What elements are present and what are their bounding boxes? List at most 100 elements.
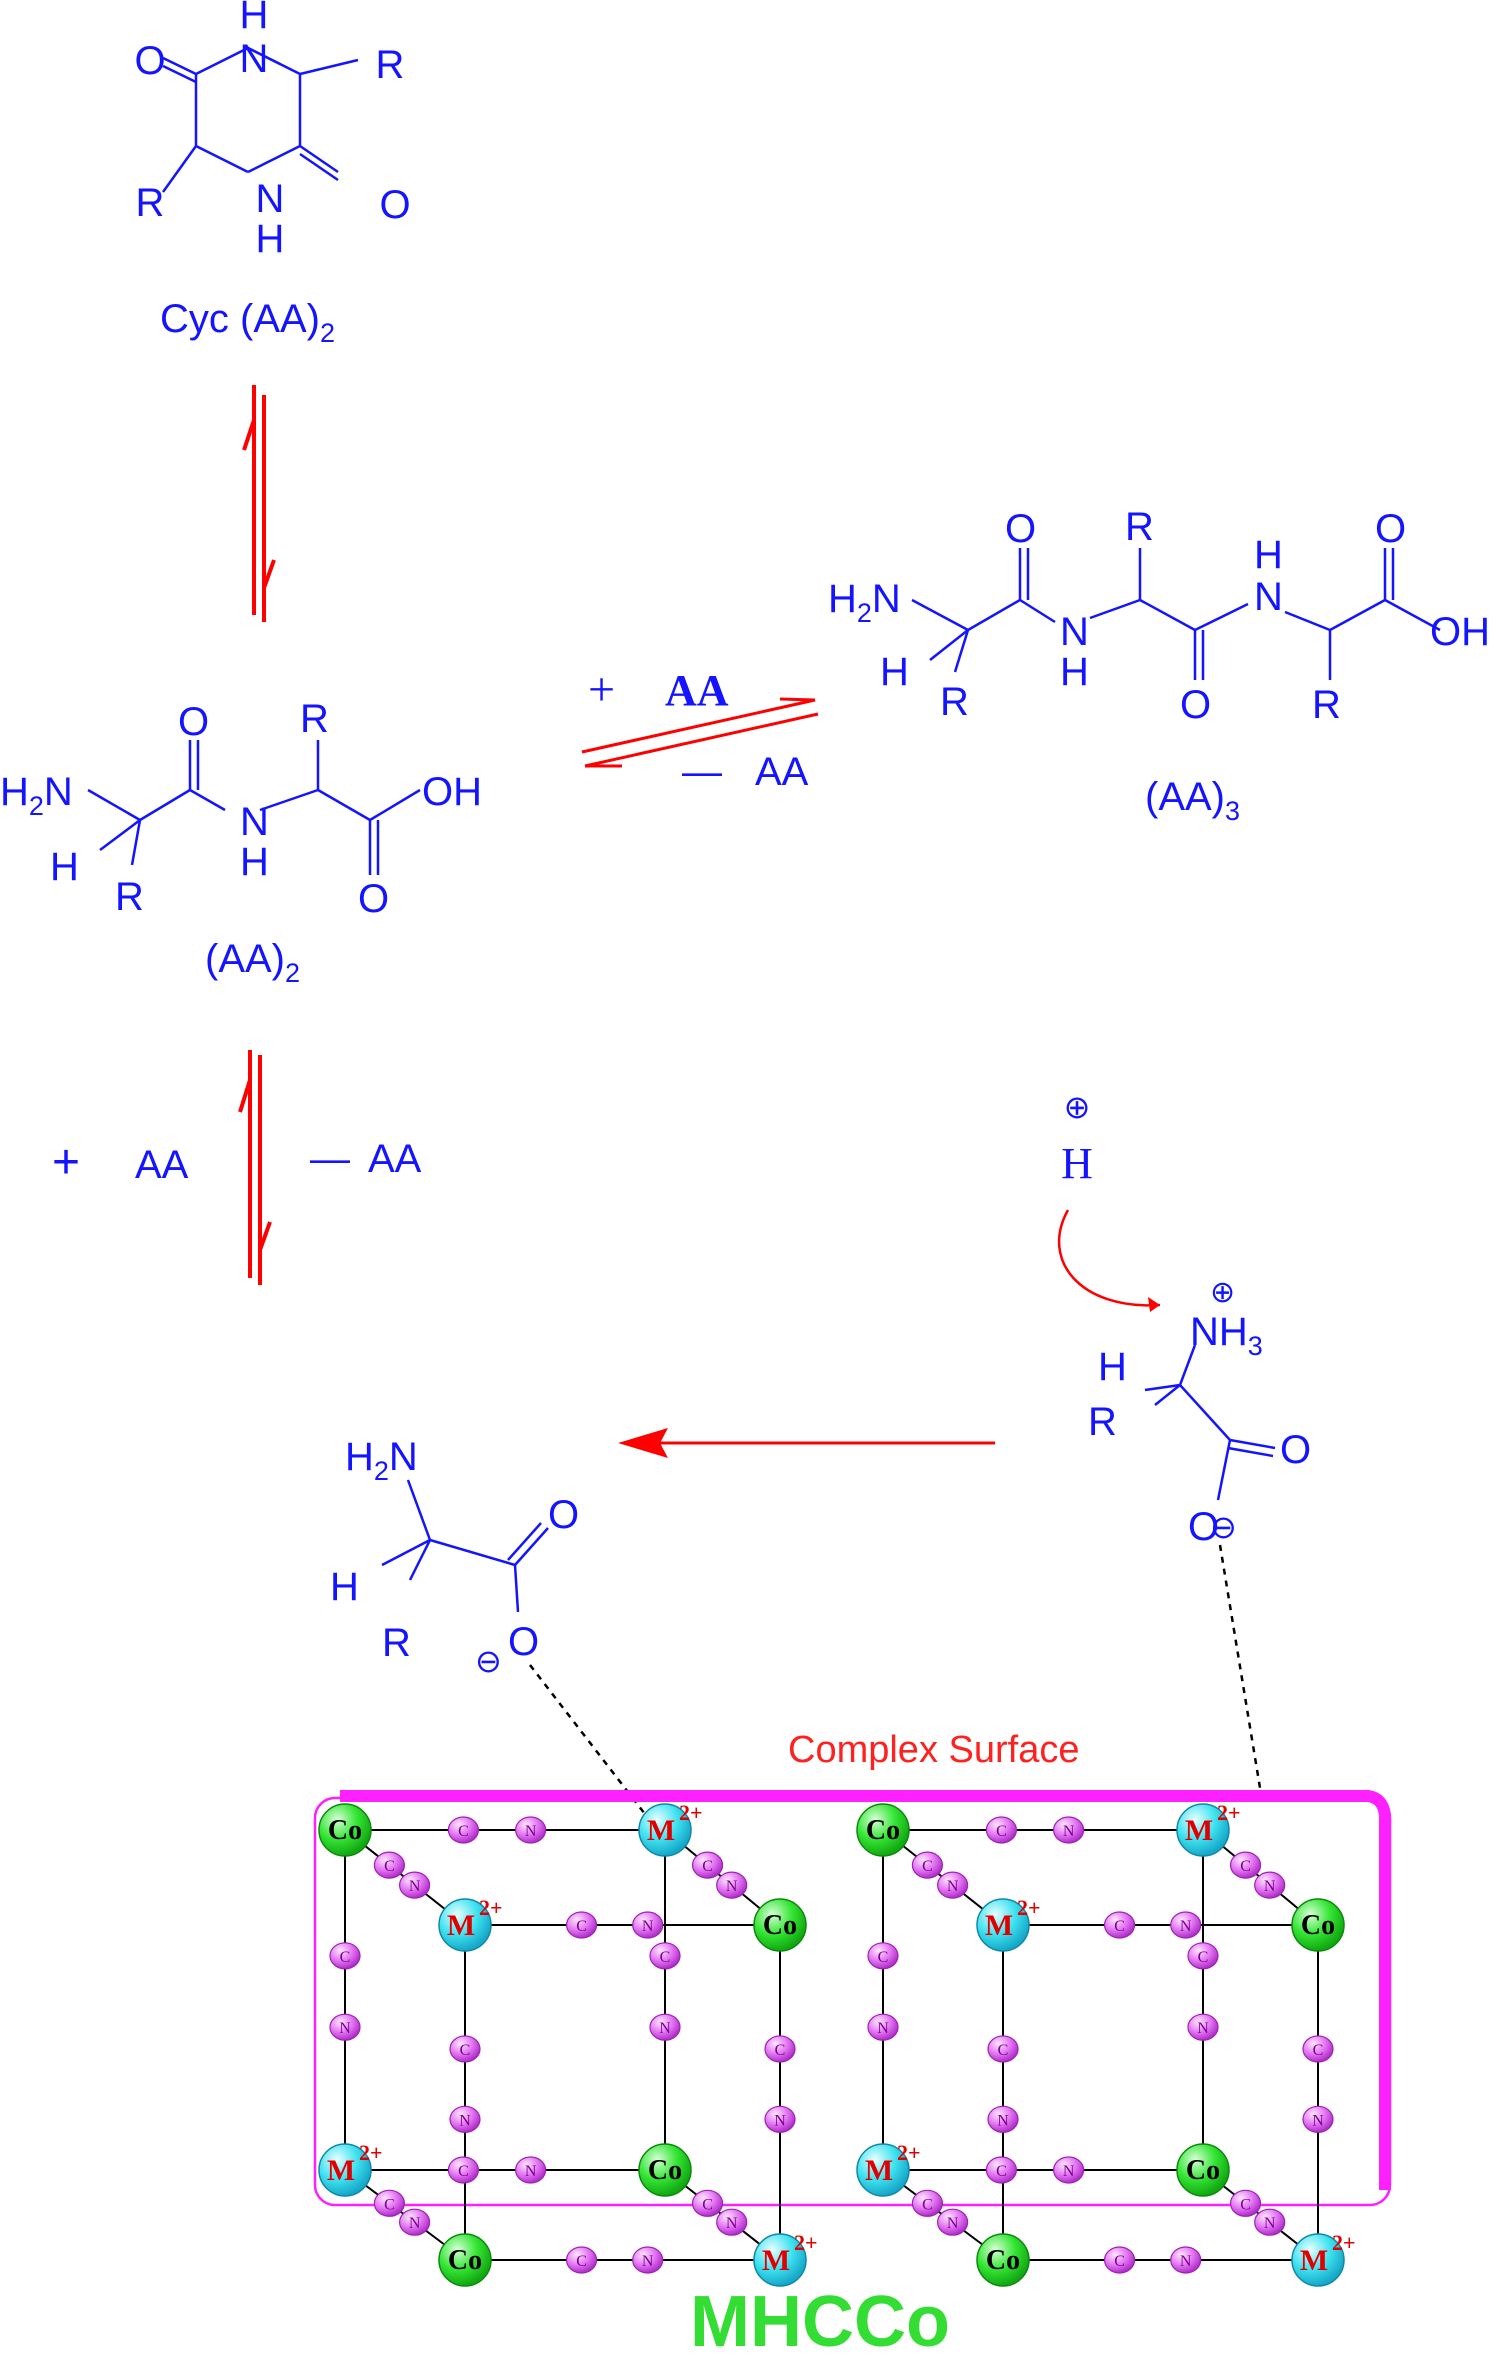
adsorption-arrow (618, 1428, 995, 1458)
tp-atom-h2n: H2N (828, 577, 901, 628)
cyanide-ligand-n: N (764, 2105, 796, 2133)
cyclic-dipeptide: H N O R R N O H Cyc (AA)2 (134, 0, 410, 348)
svg-text:N: N (997, 2112, 1009, 2129)
interaction-lines (529, 1544, 1264, 1819)
cyanide-ligand-c: C (565, 2246, 598, 2274)
cyanide-ligand-n: N (1254, 2208, 1286, 2236)
svg-text:C: C (384, 2196, 395, 2213)
svg-text:2+: 2+ (897, 2140, 921, 2165)
tp-atom-nh1-n: N (1060, 610, 1089, 654)
svg-text:C: C (996, 2163, 1007, 2180)
svg-text:N: N (659, 2020, 671, 2037)
svg-text:Co: Co (763, 1910, 797, 1941)
metal-ion: M2+ (318, 2140, 383, 2197)
adsorbed-amino-acid-bonds (381, 1479, 549, 1613)
cyanide-ligand-c: C (911, 1851, 944, 1879)
cobalt-atom: Co (638, 2143, 692, 2197)
surface-label: Complex Surface (788, 1729, 1079, 1771)
svg-text:N: N (409, 1878, 421, 1895)
svg-text:N: N (459, 2112, 471, 2129)
svg-text:N: N (726, 2215, 738, 2232)
cyanide-ligand-c: C (1103, 2246, 1136, 2274)
svg-text:Co: Co (648, 2155, 682, 2186)
cyanide-ligand-n: N (329, 2013, 361, 2041)
tripeptide-bonds (911, 548, 1441, 680)
aaa-atom-o-single: O (508, 1620, 539, 1664)
dp-atom-o-acid: O (358, 877, 389, 921)
svg-text:C: C (922, 2196, 933, 2213)
zwitterion: ⊕ NH3 H R O O ⊖ (1088, 1276, 1311, 1549)
svg-text:C: C (1313, 2042, 1324, 2059)
equilibrium-arrow-right (581, 697, 819, 768)
cyanide-ligand-n: N (514, 1816, 547, 1844)
svg-text:N: N (525, 2163, 537, 2180)
tp-atom-o2: O (1180, 683, 1211, 727)
svg-text:N: N (1063, 1823, 1075, 1840)
svg-text:C: C (1114, 2253, 1125, 2270)
cobalt-atom: Co (438, 2233, 492, 2287)
svg-text:N: N (525, 1823, 537, 1840)
svg-text:Co: Co (328, 1815, 362, 1846)
cyc-atom-o-right: O (379, 183, 410, 227)
tripeptide: H2N H R O N H R O H N R O OH (AA)3 (828, 505, 1490, 826)
cyanide-ligand-c: C (987, 2035, 1019, 2063)
cyc-label: Cyc (AA)2 (160, 297, 335, 348)
dp-atom-h: H (50, 845, 79, 889)
cyanide-ligand-c: C (373, 2189, 405, 2217)
cyanide-ligand-n: N (1170, 2246, 1202, 2274)
proton: ⊕ H (1061, 1089, 1093, 1188)
eq-bottom-plus-aa: AA (135, 1143, 189, 1187)
cyanide-ligand-c: C (691, 1851, 724, 1879)
cyanide-ligand-n: N (936, 1871, 969, 1899)
cyanide-ligand-n: N (987, 2105, 1019, 2133)
svg-text:N: N (1180, 1918, 1192, 1935)
cyanide-ligand-c: C (867, 1942, 899, 1970)
dp-atom-o-carbonyl: O (178, 700, 209, 744)
svg-text:C: C (998, 2042, 1009, 2059)
cyanide-ligand-n: N (449, 2105, 481, 2133)
adsorbed-amino-acid: H2N H R O O ⊖ (330, 1435, 579, 1679)
cyanide-ligand-n: N (514, 2156, 547, 2184)
cyanide-ligand-n: N (716, 1871, 748, 1899)
svg-text:2+: 2+ (359, 2140, 383, 2165)
cyc-atom-h-top: H (240, 0, 269, 37)
metal-ion: M2+ (1291, 2230, 1356, 2287)
cyanide-ligand-n: N (1052, 2156, 1085, 2184)
metal-ion: M2+ (438, 1895, 503, 1952)
aaa-atom-r: R (382, 1621, 411, 1665)
svg-text:N: N (1264, 1878, 1276, 1895)
svg-text:M: M (865, 2154, 893, 2187)
svg-text:Co: Co (986, 2245, 1020, 2276)
cyanide-ligand-n: N (867, 2013, 899, 2041)
svg-text:N: N (947, 1878, 959, 1895)
cyc-atom-r-right: R (376, 43, 405, 87)
cyanide-ligand-n: N (649, 2013, 681, 2041)
equilibrium-arrow-bottom (238, 1050, 272, 1285)
cyc-atom-n-top: N (240, 37, 269, 81)
svg-text:C: C (384, 1858, 395, 1875)
zw-o-charge-icon: ⊖ (1210, 1509, 1237, 1545)
cyanide-ligand-n: N (1254, 1871, 1286, 1899)
cyclic-dipeptide-bonds (161, 46, 359, 193)
dp-atom-r-top: R (300, 697, 329, 741)
cyanide-ligand-n: N (399, 2208, 431, 2236)
eq-right-minus: — (682, 750, 722, 794)
cyanide-ligand-c: C (447, 2156, 479, 2184)
metal-ion: M2+ (1176, 1800, 1241, 1857)
svg-text:N: N (642, 2253, 654, 2270)
svg-text:M: M (1185, 1814, 1213, 1847)
svg-text:C: C (1240, 1858, 1251, 1875)
tp-atom-r2: R (1125, 505, 1154, 549)
cyanide-ligand-n: N (716, 2208, 748, 2236)
zw-atom-nh3: NH3 (1190, 1310, 1263, 1361)
svg-text:C: C (702, 2196, 713, 2213)
svg-text:Co: Co (448, 2245, 482, 2276)
svg-text:M: M (985, 1909, 1013, 1942)
cyanide-ligand-c: C (649, 1942, 681, 1970)
cyanide-ligand-c: C (1187, 1942, 1219, 1970)
dp-atom-h2n: H2N (0, 770, 73, 821)
svg-text:C: C (458, 2163, 469, 2180)
svg-text:C: C (576, 2253, 587, 2270)
